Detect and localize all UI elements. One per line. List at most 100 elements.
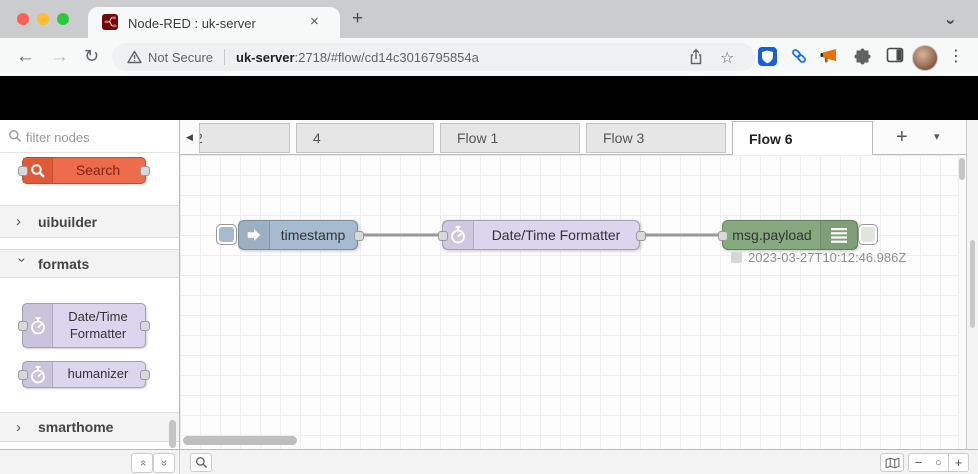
tab-overflow-chevron-icon[interactable]: › [941, 19, 961, 25]
output-port[interactable] [354, 231, 364, 241]
back-button[interactable]: ← [16, 46, 35, 67]
address-bar[interactable]: Not Secure uk-server:2718/#flow/cd14c301… [112, 43, 755, 71]
browser-tab[interactable]: Node-RED : uk-server × [88, 7, 340, 38]
node-label: msg.payload [732, 227, 812, 243]
flow-tab-label: Flow 6 [749, 130, 793, 147]
palette-node-label: Search [75, 161, 121, 178]
bitwarden-extension-icon[interactable] [758, 47, 777, 66]
canvas-search-button[interactable] [190, 453, 212, 472]
chevron-down-icon: › [13, 257, 31, 263]
flow-tab-flow3[interactable]: Flow 3 [586, 123, 726, 153]
side-panel-icon[interactable] [886, 47, 904, 68]
output-port[interactable] [140, 166, 150, 176]
double-chevron-up-icon: » [135, 459, 149, 467]
palette-category-formats[interactable]: › formats [0, 249, 179, 278]
category-label: uibuilder [38, 213, 98, 230]
search-node-icon-section [23, 158, 53, 183]
flow-tab-label: 4 [313, 130, 321, 146]
page-scrollbar[interactable] [970, 240, 975, 328]
tab-close-icon[interactable]: × [310, 13, 319, 30]
flow-canvas[interactable] [180, 155, 958, 449]
profile-avatar[interactable] [912, 45, 938, 71]
zoom-in-button[interactable]: + [948, 453, 969, 472]
output-port[interactable] [636, 231, 646, 241]
share-icon[interactable] [688, 48, 704, 71]
node-label: timestamp [280, 227, 346, 243]
timer-icon [30, 365, 45, 383]
output-port[interactable] [140, 370, 150, 380]
zoom-reset-button[interactable]: ○ [928, 453, 949, 472]
input-port[interactable] [438, 231, 448, 241]
node-red-favicon [102, 14, 118, 30]
node-status-text: 2023-03-27T10:12:46.986Z [748, 250, 907, 265]
palette-footer: » » [0, 449, 180, 474]
add-flow-button[interactable]: + [896, 126, 908, 148]
extensions-puzzle-icon[interactable] [854, 47, 872, 70]
url-text: uk-server:2718/#flow/cd14c3016795854a [236, 50, 479, 65]
datetime-formatter-node[interactable]: Date/Time Formatter [438, 220, 646, 250]
collapse-all-button[interactable]: » [131, 453, 153, 473]
expand-all-button[interactable]: » [153, 453, 175, 473]
mac-fullscreen-button[interactable] [57, 13, 69, 25]
palette-filter [0, 120, 179, 153]
reload-button[interactable]: ↻ [84, 46, 100, 66]
navigator-map-button[interactable] [880, 453, 904, 472]
flow-tab-flow6-active[interactable]: Flow 6 [732, 121, 873, 155]
workspace-footer: − ○ + [180, 449, 978, 474]
chevron-right-icon: › [16, 213, 21, 230]
flow-tab-4[interactable]: 4 [296, 123, 434, 153]
mac-close-button[interactable] [17, 13, 29, 25]
tab-scroll-left-button[interactable]: ◀ [180, 120, 199, 154]
timer-icon-section [443, 221, 474, 249]
debug-node-msg-payload[interactable]: msg.payload [718, 220, 858, 250]
debug-icon-section [820, 221, 857, 249]
flow-tab-partial[interactable]: 2 [199, 123, 290, 153]
palette-sidebar: Search › uibuilder › formats Date/Time F… [0, 120, 180, 449]
debug-toggle-button[interactable] [858, 224, 878, 245]
timer-icon [30, 316, 45, 334]
megaphone-extension-icon[interactable] [820, 47, 838, 70]
link-extension-icon[interactable] [790, 47, 808, 70]
search-icon [195, 456, 207, 469]
palette-category-uibuilder[interactable]: › uibuilder [0, 205, 179, 238]
forward-button[interactable]: → [50, 46, 69, 67]
flow-tab-label: Flow 3 [603, 130, 645, 146]
security-status-label: Not Secure [148, 50, 214, 65]
canvas-vertical-scrollbar[interactable] [959, 158, 965, 180]
search-icon [30, 163, 45, 178]
inject-trigger-button[interactable] [216, 224, 237, 245]
category-label: formats [38, 255, 90, 272]
browser-menu-icon[interactable]: ⋮ [948, 48, 964, 65]
new-tab-button[interactable]: + [352, 8, 364, 29]
mac-minimize-button[interactable] [37, 13, 49, 25]
canvas-horizontal-scrollbar[interactable] [183, 436, 297, 445]
palette-node-humanizer[interactable]: humanizer [18, 361, 150, 388]
browser-toolbar: ← → ↻ Not Secure uk-server:2718/#flow/cd… [0, 38, 978, 77]
node-label: Date/Time Formatter [491, 227, 621, 243]
bookmark-star-icon[interactable]: ☆ [720, 50, 735, 67]
node-status-dot [731, 252, 742, 263]
palette-node-search[interactable]: Search [18, 157, 150, 184]
node-red-header: Node-RED Deploy ▾ [0, 76, 978, 189]
chevron-right-icon: › [16, 418, 21, 436]
timer-icon-section [23, 362, 53, 387]
filter-nodes-input[interactable] [24, 126, 173, 148]
url-host: uk-server [236, 50, 295, 65]
palette-node-datetime-formatter[interactable]: Date/Time Formatter [18, 303, 150, 348]
input-port[interactable] [18, 166, 28, 176]
search-icon [9, 130, 22, 143]
palette-category-smarthome[interactable]: › smarthome [0, 412, 179, 442]
input-port[interactable] [718, 231, 728, 241]
double-chevron-down-icon: » [157, 459, 171, 467]
palette-scrollbar[interactable] [169, 420, 176, 448]
flow-tab-flow1[interactable]: Flow 1 [440, 123, 580, 153]
input-port[interactable] [18, 370, 28, 380]
inject-node-timestamp[interactable]: timestamp [238, 220, 364, 250]
flow-list-caret-icon[interactable]: ▾ [934, 131, 940, 143]
input-port[interactable] [18, 321, 28, 331]
zoom-out-button[interactable]: − [908, 453, 929, 472]
omnibox-divider [224, 49, 225, 65]
output-port[interactable] [140, 321, 150, 331]
timer-icon [451, 226, 465, 244]
browser-tab-title: Node-RED : uk-server [128, 16, 256, 31]
